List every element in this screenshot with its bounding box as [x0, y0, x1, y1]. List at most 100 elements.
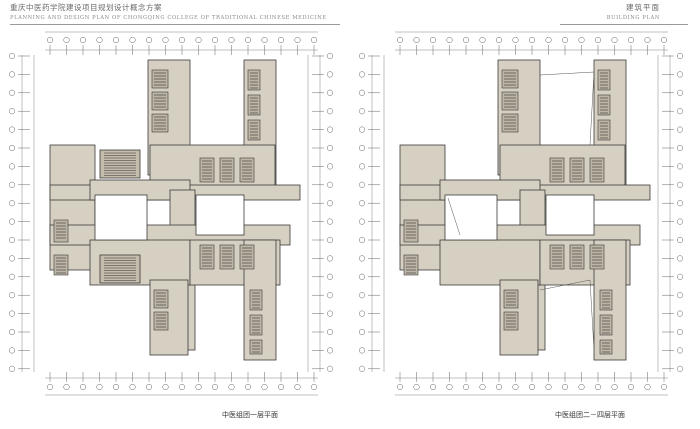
grid-bubble — [358, 218, 366, 225]
project-title: 重庆中医药学院建设项目规划设计概念方案 — [10, 3, 162, 12]
grid-bubble — [676, 365, 684, 372]
grid-bubble — [326, 144, 334, 152]
grid-bubble — [145, 383, 153, 391]
grid-bubble — [244, 36, 252, 44]
grid-bubble — [326, 218, 334, 225]
grid-bubble — [8, 347, 16, 354]
atrium-outline — [539, 71, 595, 146]
floor-plan — [8, 31, 334, 396]
grid-bubble — [261, 383, 268, 391]
floor-plan — [358, 31, 684, 396]
block-south-west — [439, 239, 541, 286]
plan-caption-ground-floor: 中医组团一层平面 — [222, 411, 278, 419]
grid-bubble — [178, 36, 186, 44]
grid-bubble — [96, 383, 103, 391]
grid-bubble — [495, 36, 503, 44]
grid-bubble — [676, 89, 684, 96]
grid-bubble — [358, 108, 366, 115]
grid-bubble — [446, 36, 453, 44]
section-title: 建筑平面 — [626, 3, 660, 12]
grid-bubble — [112, 383, 120, 391]
grid-bubble — [46, 383, 54, 391]
grid-bubble — [277, 36, 285, 44]
grid-bubble — [326, 236, 334, 244]
grid-bubble — [8, 89, 16, 96]
grid-bubble — [676, 310, 684, 317]
grid-bubble — [79, 383, 87, 391]
grid-bubble — [479, 383, 486, 391]
grid-bubble — [277, 383, 285, 391]
grid-bubble — [676, 347, 684, 354]
grid-bubble — [112, 36, 120, 44]
grid-bubble — [326, 273, 334, 280]
plan-caption-upper-floors: 中医组团二－四层平面 — [555, 411, 625, 419]
grid-bubble — [358, 236, 366, 244]
grid-bubble — [46, 36, 54, 44]
grid-bubble — [495, 383, 503, 391]
grid-bubble — [228, 36, 235, 44]
grid-bubble — [358, 89, 366, 96]
grid-bubble — [8, 126, 16, 133]
courtyard-west — [94, 194, 148, 241]
grid-bubble — [611, 36, 618, 44]
grid-bubble — [326, 200, 334, 207]
grid-bubble — [129, 36, 136, 44]
grid-bubble — [145, 36, 153, 44]
grid-bubble — [358, 365, 366, 372]
grid-bubble — [545, 36, 552, 44]
grid-bubble — [8, 163, 16, 170]
grid-bubble — [358, 310, 366, 317]
courtyard-east — [545, 194, 595, 236]
grid-bubble — [676, 292, 684, 299]
grid-bubble — [326, 71, 334, 78]
grid-bubble — [326, 292, 334, 299]
grid-bubble — [446, 383, 453, 391]
grid-bubble — [413, 36, 420, 44]
grid-bubble — [676, 218, 684, 225]
grid-bubble — [627, 383, 635, 391]
grid-bubble — [8, 292, 16, 299]
header-rule-left — [10, 24, 340, 25]
grid-bubble — [644, 383, 651, 391]
grid-bubble — [195, 383, 202, 391]
grid-bubble — [8, 273, 16, 280]
grid-bubble — [358, 273, 366, 280]
grid-bubble — [326, 108, 334, 115]
grid-bubble — [545, 383, 552, 391]
grid-bubble — [676, 52, 684, 60]
grid-bubble — [326, 255, 334, 262]
grid-bubble — [594, 36, 602, 44]
grid-bubble — [326, 328, 334, 336]
grid-bubble — [8, 200, 16, 207]
grid-bubble — [676, 108, 684, 115]
grid-bubble — [676, 163, 684, 170]
grid-bubble — [326, 365, 334, 372]
grid-bubble — [676, 236, 684, 244]
classroom — [599, 339, 613, 355]
header-rule-right — [560, 24, 688, 25]
grid-bubble — [561, 383, 569, 391]
grid-bubble — [627, 36, 635, 44]
grid-bubble — [228, 383, 235, 391]
grid-bubble — [358, 328, 366, 336]
grid-bubble — [326, 181, 334, 188]
grid-bubble — [676, 144, 684, 152]
grid-bubble — [8, 71, 16, 78]
block-west — [49, 144, 96, 271]
grid-bubble — [310, 383, 318, 391]
grid-bubble — [8, 52, 16, 60]
grid-bubble — [96, 36, 103, 44]
grid-bubble — [528, 383, 536, 391]
grid-bubble — [244, 383, 252, 391]
grid-bubble — [676, 71, 684, 78]
grid-bubble — [162, 36, 169, 44]
grid-bubble — [644, 36, 651, 44]
grid-bubble — [8, 310, 16, 317]
grid-bubble — [310, 36, 318, 44]
grid-bubble — [676, 200, 684, 207]
grid-bubble — [676, 181, 684, 188]
grid-bubble — [528, 36, 536, 44]
grid-bubble — [462, 36, 470, 44]
grid-bubble — [63, 36, 70, 44]
grid-bubble — [8, 236, 16, 244]
